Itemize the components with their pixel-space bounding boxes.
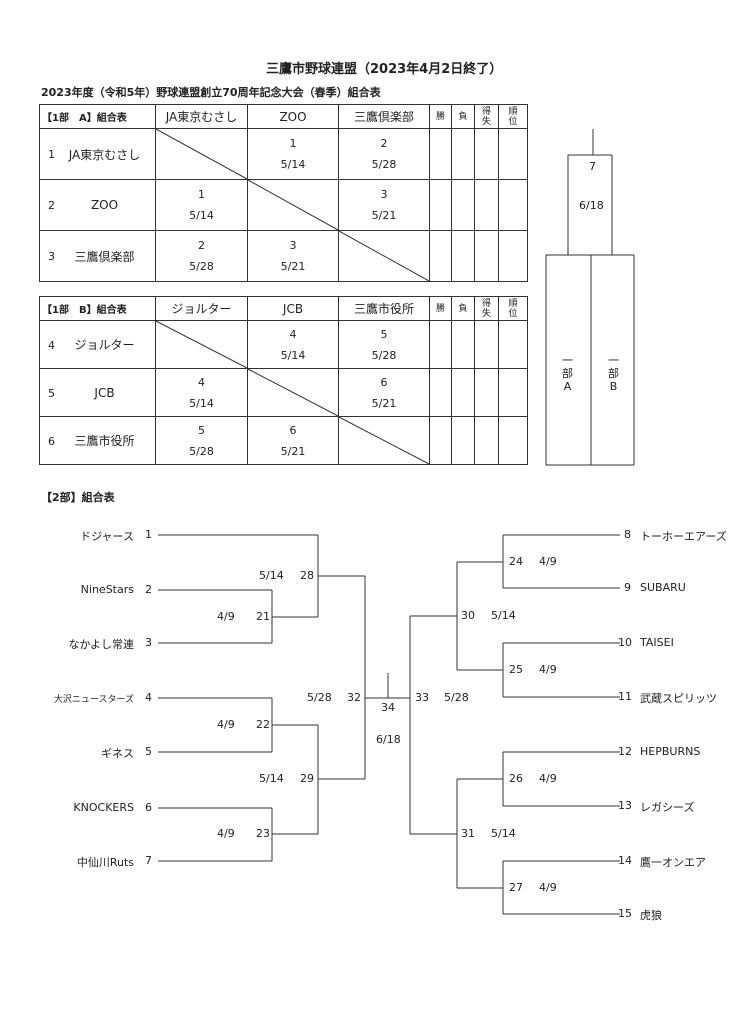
diag-cell [338,230,430,282]
col-header-team: 三鷹倶楽部 [338,104,430,129]
game-number: 26 [509,772,523,785]
team-number: 14 [618,854,632,867]
team-number: 11 [618,690,632,703]
game-number: 23 [256,827,270,840]
team-name: 鷹一オンエア [640,856,706,869]
team-name: トーホーエアーズ [640,530,727,543]
col-header-team: JA東京むさし [155,104,248,129]
game-number: 31 [461,827,475,840]
game-number: 28 [300,569,314,582]
diag-cell [155,320,248,369]
col-header-diff: 得失 [474,296,499,321]
game-number: 27 [509,881,523,894]
game-date: 4/9 [217,827,235,840]
game-date: 5/14 [491,827,516,840]
game-number: 34 [381,701,395,714]
team-name: 大沢ニュースターズ [53,695,134,705]
team-number: 4 [145,691,152,704]
team-number: 5 [145,745,152,758]
game-date: 5/14 [491,609,516,622]
team-number: 13 [618,799,632,812]
team-name: 中仙川Ruts [76,856,134,869]
game-date: 4/9 [539,663,557,676]
team-name: ギネス [101,747,134,760]
col-header-rank: 順位 [498,296,528,321]
team-number: 1 [145,528,152,541]
team-number: 15 [618,907,632,920]
game-number: 29 [300,772,314,785]
team-number: 2 [145,583,152,596]
team-number: 6 [145,801,152,814]
col-header-rank: 順位 [498,104,528,129]
game-number: 21 [256,610,270,623]
team-name: なかよし常連 [68,638,134,651]
team-number: 8 [624,528,631,541]
league-b-label: 【1部 B】組合表 [39,296,156,321]
game-date: 5/28 [307,691,332,704]
team-name: 武蔵スピリッツ [640,692,717,705]
team-number: 9 [624,581,631,594]
diag-cell [338,416,430,465]
game-date: 4/9 [217,718,235,731]
team-number: 12 [618,745,632,758]
team-name: HEPBURNS [640,745,701,758]
team-number: 10 [618,636,632,649]
game-date: 6/18 [376,733,401,746]
team-number: 3 [145,636,152,649]
game-date: 4/9 [539,772,557,785]
game-date: 4/9 [539,881,557,894]
game-number: 33 [415,691,429,704]
game-date: 5/14 [259,772,284,785]
game-number: 32 [347,691,361,704]
team-name: レガシーズ [640,801,695,814]
game-date: 4/9 [217,610,235,623]
game-date: 5/14 [259,569,284,582]
team-name: NineStars [80,583,134,596]
team-name: ドジャース [80,530,134,543]
diag-cell [155,128,248,180]
team-number: 7 [145,854,152,867]
col-header-team: 三鷹市役所 [338,296,430,321]
game-number: 25 [509,663,523,676]
team-name: TAISEI [640,636,674,649]
page-title: 三鷹市野球連盟（2023年4月2日終了） [266,62,503,77]
game-number: 30 [461,609,475,622]
final-1bu-date: 6/18 [579,199,604,212]
game-number: 22 [256,718,270,731]
game-number: 24 [509,555,523,568]
page-subtitle: 2023年度（令和5年）野球連盟創立70周年記念大会（春季）組合表 [41,86,381,99]
team-name: KNOCKERS [73,801,134,814]
diag-cell [247,368,339,417]
game-date: 5/28 [444,691,469,704]
col-header-team: ジョルター [155,296,248,321]
team-name: 虎狼 [640,909,662,922]
final-1bu-num: 7 [589,160,596,173]
team-name: SUBARU [640,581,686,594]
game-date: 4/9 [539,555,557,568]
division2-label: 【2部】組合表 [41,491,115,504]
final-1bu-bracket [545,129,635,466]
